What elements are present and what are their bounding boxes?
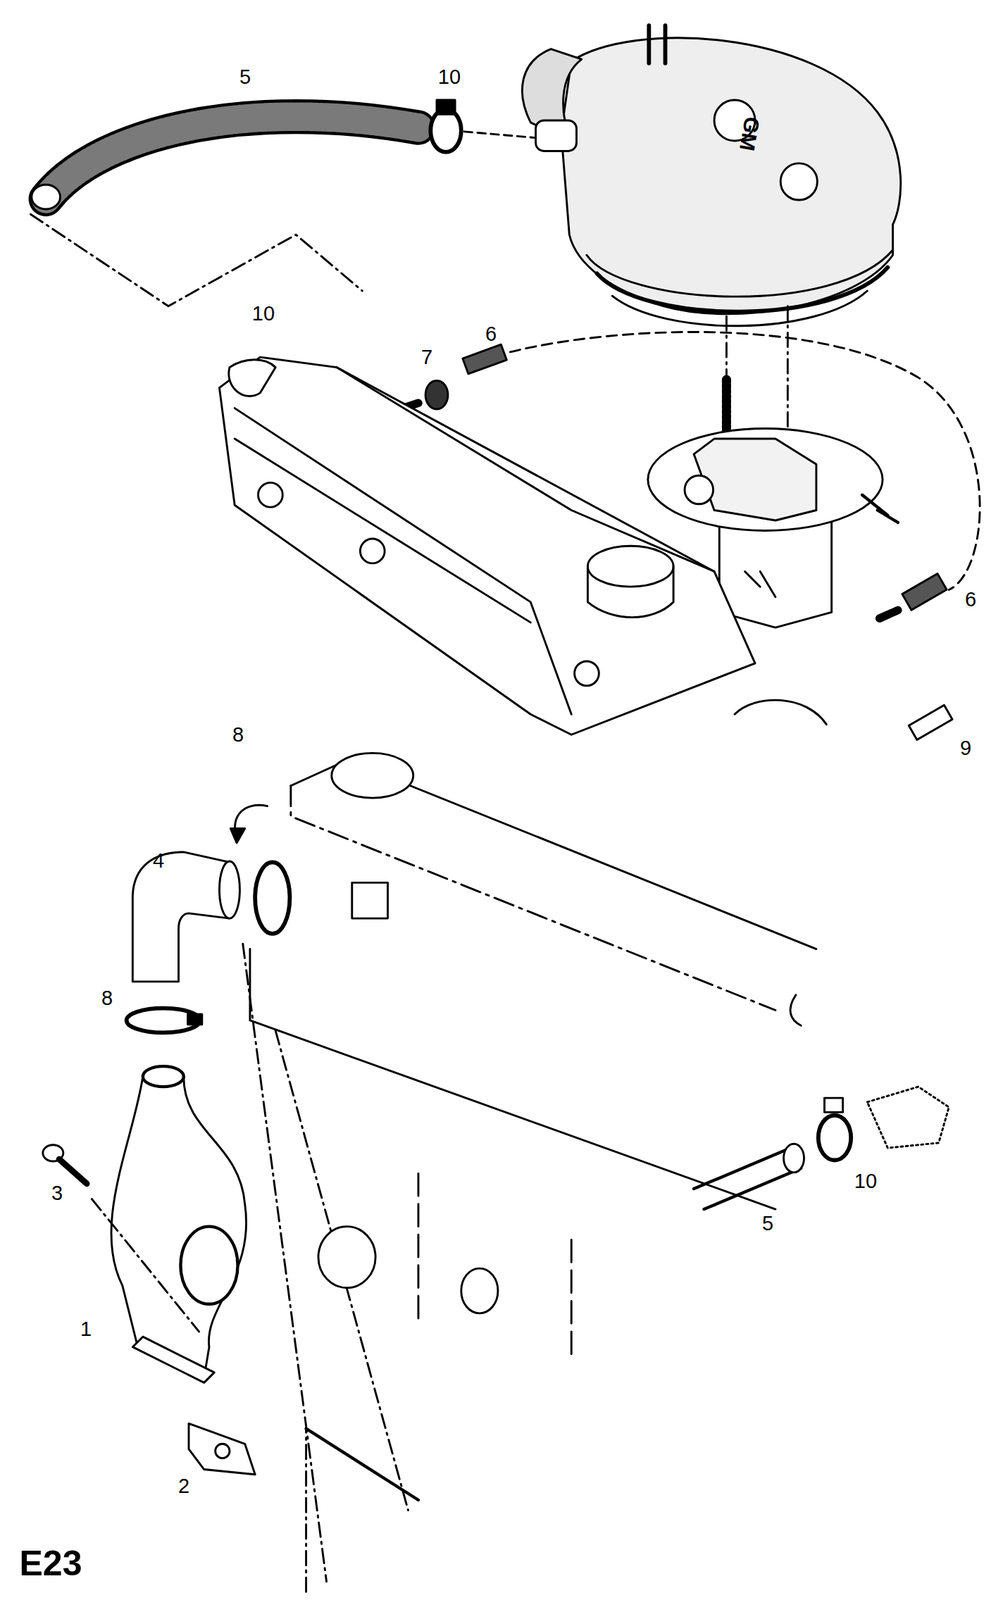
callout-number: 8	[101, 988, 113, 1009]
callout-number: 9	[960, 738, 972, 759]
callout-number: 4	[152, 850, 165, 872]
figure-code: E23	[19, 1546, 83, 1582]
callout-number: 10	[854, 1171, 877, 1192]
callout-number: 5	[762, 1213, 774, 1235]
callout-number: 3	[51, 1183, 63, 1204]
callout-number: 6	[964, 589, 977, 610]
callout-number: 5	[239, 66, 251, 88]
callout-number: 8	[232, 724, 244, 746]
callout-number: 7	[421, 347, 433, 368]
callout-number: 2	[178, 1476, 190, 1497]
brand-logo: GM	[736, 115, 763, 153]
callout-number: 6	[485, 324, 497, 345]
callout-number: 10	[438, 66, 461, 88]
callout-number: 1	[80, 1319, 92, 1340]
callout-number: 10	[252, 303, 275, 325]
